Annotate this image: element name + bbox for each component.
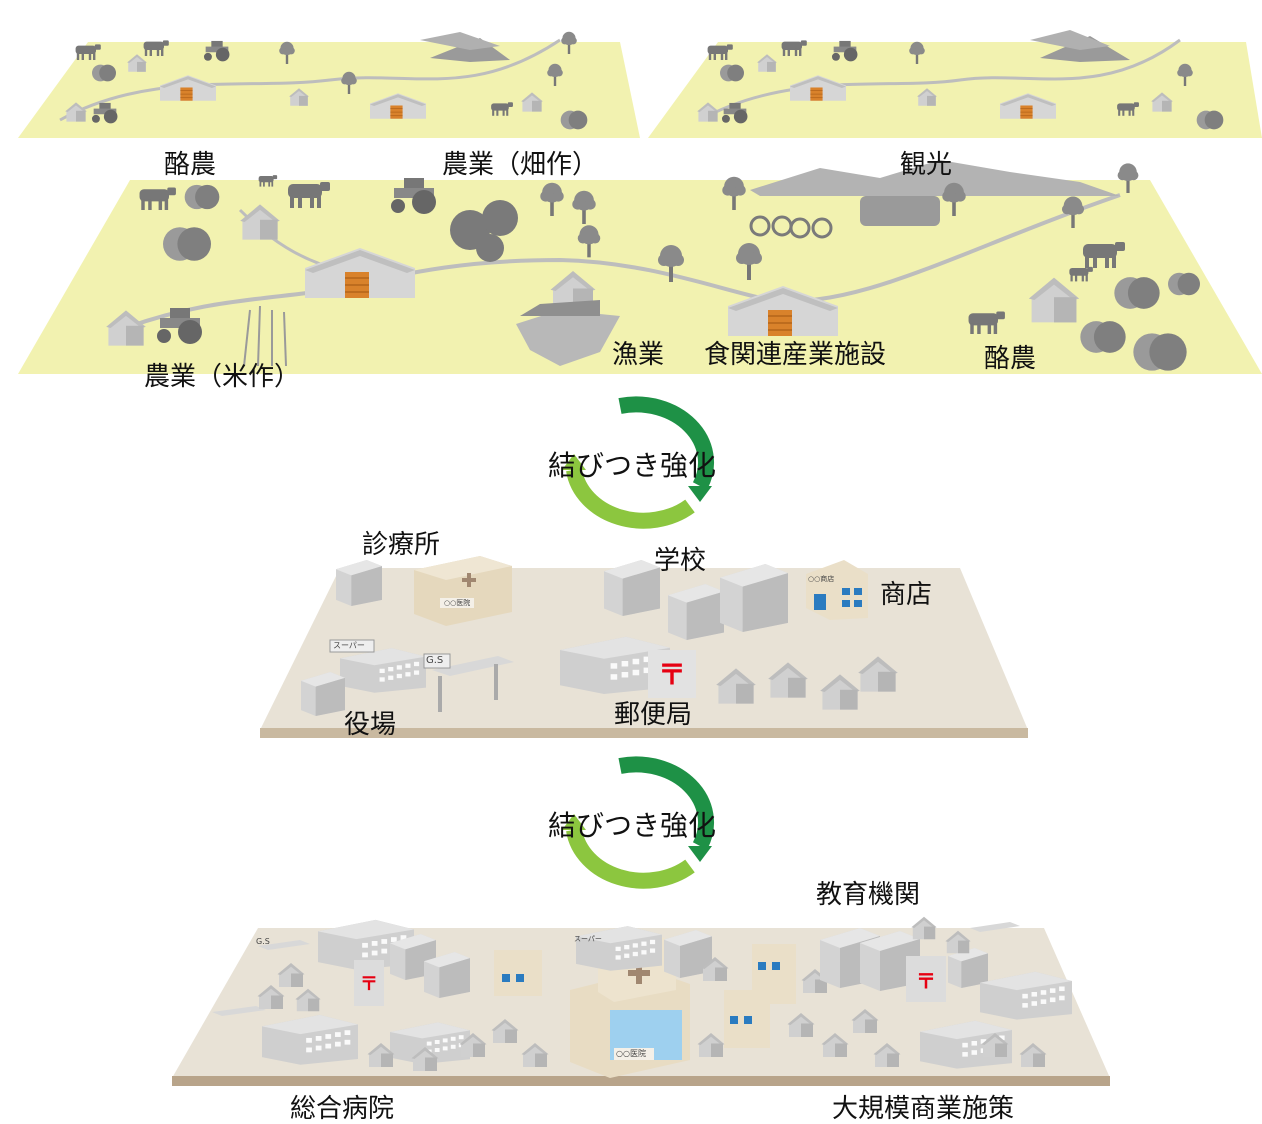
label-large-commercial: 大規模商業施策 [832, 1094, 1015, 1124]
sign-shop: ○○商店 [808, 575, 835, 583]
label-farming-field: 農業（畑作） [442, 150, 599, 180]
town-plane: 〒 [260, 556, 1028, 738]
sign-gs-town: G.S [426, 655, 444, 666]
sign-super-city: スーパー [574, 935, 602, 943]
sign-clinic: ○○医院 [444, 599, 471, 607]
label-education: 教育機関 [816, 880, 921, 910]
sign-hospital: ○○医院 [616, 1049, 646, 1058]
label-clinic: 診療所 [362, 530, 441, 560]
label-strengthen-ties-upper: 結びつき強化 [548, 449, 717, 482]
svg-text:〒: 〒 [916, 969, 936, 993]
label-food-industry: 食関連産業施設 [704, 340, 887, 370]
sign-gs-city: G.S [256, 937, 270, 946]
label-dairy-top: 酪農 [164, 150, 217, 180]
label-town-office: 役場 [344, 710, 397, 740]
label-tourism: 観光 [900, 150, 953, 180]
svg-text:〒: 〒 [360, 974, 378, 995]
label-post-office: 郵便局 [614, 700, 693, 730]
label-farming-rice: 農業（米作） [144, 362, 301, 392]
rural-plane-large [18, 160, 1262, 374]
cycle-arrow-lower [562, 756, 714, 889]
label-general-hospital: 総合病院 [290, 1094, 395, 1124]
city-plane: 〒 [172, 916, 1110, 1086]
label-dairy-right: 酪農 [984, 344, 1037, 374]
rural-plane-dairy-field [18, 31, 640, 138]
label-strengthen-ties-lower: 結びつき強化 [548, 809, 717, 842]
rural-plane-tourism [648, 30, 1262, 138]
label-fishery: 漁業 [612, 340, 665, 370]
label-shop: 商店 [880, 580, 933, 610]
svg-text:〒: 〒 [658, 658, 686, 691]
cycle-arrow-upper [562, 396, 714, 529]
label-school: 学校 [654, 546, 707, 576]
sign-super-town: スーパー [333, 641, 365, 650]
